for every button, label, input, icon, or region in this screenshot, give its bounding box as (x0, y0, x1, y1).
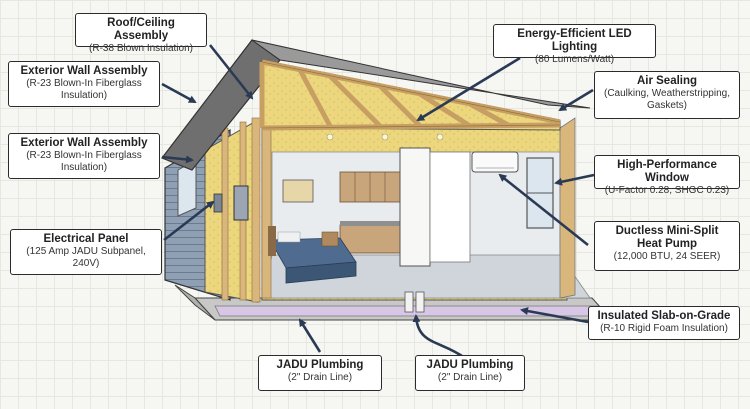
arrow-air (558, 88, 594, 112)
arrow-heatpump (498, 173, 589, 247)
callout-title: High-Performance Window (617, 159, 717, 184)
roof-assembly (161, 39, 591, 171)
callout-title: JADU Plumbing (276, 359, 364, 371)
callout-plumbing-2: JADU Plumbing (2" Drain Line) (415, 355, 525, 391)
callout-title: Insulated Slab-on-Grade (597, 310, 731, 322)
callout-led-lighting: Energy-Efficient LED Lighting (80 Lumens… (493, 24, 656, 65)
arrow-led (416, 56, 521, 122)
callout-title: JADU Plumbing (426, 359, 514, 371)
arrow-wall-upper (161, 82, 197, 104)
arrow-plumb2 (412, 314, 466, 360)
callout-window: High-Performance Window (U-Factor 0.28, … (594, 155, 740, 196)
callout-title: Ductless Mini-Split Heat Pump (615, 225, 719, 250)
callout-arrows (161, 44, 595, 360)
callout-roof-ceiling: Roof/Ceiling Assembly (R-38 Blown Insula… (75, 13, 207, 54)
arrow-plumb1 (298, 318, 322, 353)
arrow-slab (520, 307, 589, 324)
callout-subtitle: (2" Drain Line) (437, 372, 503, 383)
left-exterior-wall (164, 117, 261, 303)
callout-subtitle: (U-Factor 0.28, SHGC 0.23) (604, 185, 730, 196)
callout-heat-pump: Ductless Mini-Split Heat Pump (12,000 BT… (594, 221, 740, 271)
callout-subtitle: (12,000 BTU, 24 SEER) (613, 251, 721, 262)
callout-title: Exterior Wall Assembly (20, 65, 148, 77)
callout-slab: Insulated Slab-on-Grade (R-10 Rigid Foam… (588, 306, 740, 340)
callout-exterior-wall-lower: Exterior Wall Assembly (R-23 Blown-In Fi… (8, 133, 160, 179)
interior-room (213, 117, 591, 301)
arrow-wall-lower (161, 155, 194, 164)
callout-title: Air Sealing (636, 75, 698, 87)
callout-plumbing-1: JADU Plumbing (2" Drain Line) (258, 355, 382, 391)
slab-foundation (174, 284, 614, 321)
callout-title: Exterior Wall Assembly (20, 137, 148, 149)
callout-subtitle: (R-23 Blown-In Fiberglass Insulation) (26, 150, 142, 173)
arrow-electrical (163, 200, 215, 242)
callout-exterior-wall-upper: Exterior Wall Assembly (R-23 Blown-In Fi… (8, 61, 160, 107)
callout-subtitle: (R-10 Rigid Foam Insulation) (600, 323, 728, 334)
callout-subtitle: (2" Drain Line) (287, 372, 353, 383)
callout-title: Electrical Panel (43, 233, 129, 245)
callout-subtitle: (R-38 Blown Insulation) (89, 43, 193, 54)
callout-title: Energy-Efficient LED Lighting (517, 28, 632, 53)
arrow-roof (208, 44, 254, 100)
callout-electrical-panel: Electrical Panel (125 Amp JADU Subpanel,… (10, 229, 162, 275)
callout-air-sealing: Air Sealing (Caulking, Weatherstripping,… (594, 71, 740, 119)
plumbing-lines (404, 291, 425, 313)
callout-subtitle: (R-23 Blown-In Fiberglass Insulation) (26, 78, 142, 101)
callout-subtitle: (80 Lumens/Watt) (534, 54, 615, 65)
callout-subtitle: (125 Amp JADU Subpanel, 240V) (26, 246, 146, 269)
callout-subtitle: (Caulking, Weatherstripping, Gaskets) (604, 88, 730, 111)
arrow-window (554, 173, 595, 186)
callout-title: Roof/Ceiling Assembly (107, 17, 175, 42)
